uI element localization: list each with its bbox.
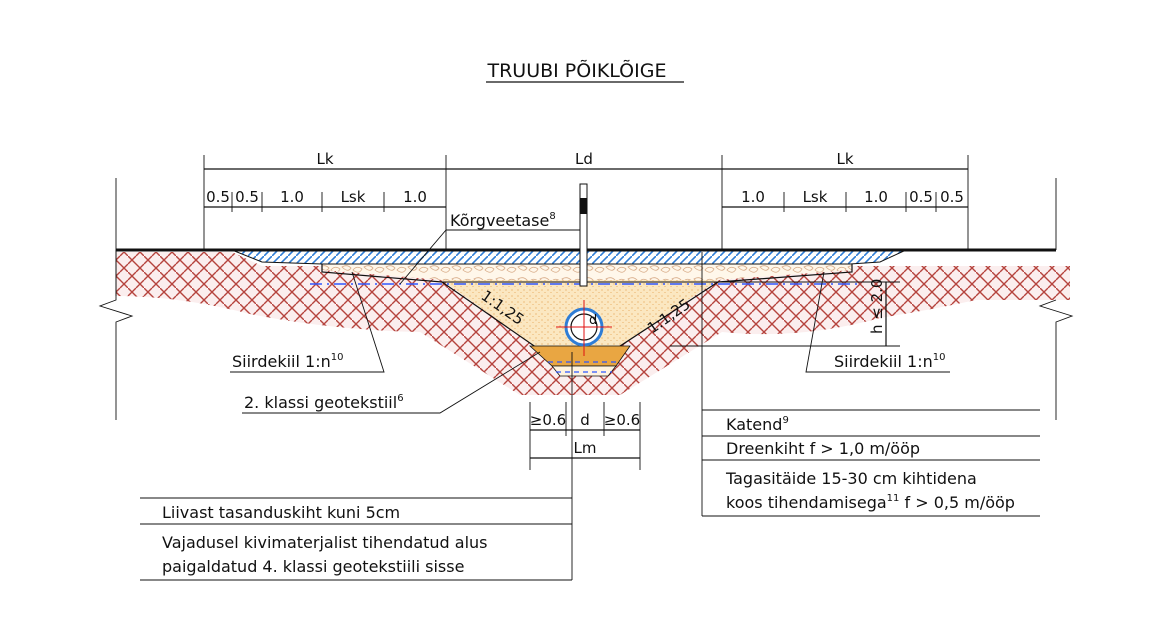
leader-geotextile <box>242 351 541 414</box>
legend-left-row: Vajadusel kivimaterjalist tihendatud alu… <box>162 533 488 552</box>
dim-bottom-label: ≥0.6 <box>530 411 566 429</box>
sub-ticks <box>231 192 937 212</box>
break-line-left <box>98 296 134 420</box>
legend-right-row: koos tihendamisega11 f > 0,5 m/ööp <box>726 493 1015 512</box>
transition-wedge-left <box>321 264 443 283</box>
dim-bottom-label: d <box>580 411 590 429</box>
transition-wedge-right <box>717 264 853 283</box>
dim-sub-left: 0.5 0.5 1.0 Lsk 1.0 <box>206 188 427 206</box>
dim-sub-label: Lsk <box>341 188 366 206</box>
dim-sub-label: 1.0 <box>403 188 427 206</box>
leader-transition-left <box>230 271 385 373</box>
legend-left: Liivast tasanduskiht kuni 5cm Vajadusel … <box>140 497 572 581</box>
marker-post <box>579 183 588 287</box>
legend-right-row: Tagasitäide 15-30 cm kihtidena <box>725 469 977 488</box>
geotextile-wrap <box>548 361 620 373</box>
leader-transition-right <box>805 271 950 373</box>
legend-right: Katend9 Dreenkiht f > 1,0 m/ööp Tagasitä… <box>702 409 1040 517</box>
page-title: TRUUBI PÕIKLÕIGE <box>487 59 667 82</box>
pavement-layer <box>231 249 907 265</box>
label-high-water: Kõrgveetase8 <box>450 211 556 230</box>
dim-sub-label: 0.5 <box>909 188 933 206</box>
legend-left-row: Liivast tasanduskiht kuni 5cm <box>162 503 400 522</box>
dim-sub-label: 0.5 <box>206 188 230 206</box>
label-geotextile: 2. klassi geotekstiil6 <box>244 393 404 412</box>
dim-sub-label: 1.0 <box>280 188 304 206</box>
label-transition-left: Siirdekiil 1:n10 <box>232 352 343 371</box>
pipe-diameter: d <box>589 313 597 328</box>
dim-lk-right: Lk <box>836 150 853 168</box>
legend-right-row: Katend9 <box>726 415 789 434</box>
dim-bottom-label: ≥0.6 <box>604 411 640 429</box>
dim-sub-label: Lsk <box>803 188 828 206</box>
dim-ld: Ld <box>575 150 593 168</box>
label-transition-right: Siirdekiil 1:n10 <box>834 352 945 371</box>
dim-sub-label: 0.5 <box>235 188 259 206</box>
dim-sub-label: 0.5 <box>940 188 964 206</box>
dim-h-label: h ≤ 2.0 <box>868 279 886 334</box>
break-line-right <box>1038 299 1074 420</box>
dim-sub-label: 1.0 <box>864 188 888 206</box>
dim-sub-label: 1.0 <box>741 188 765 206</box>
dim-sub-right: 1.0 Lsk 1.0 0.5 0.5 <box>741 188 964 206</box>
leader-high-water <box>399 229 580 285</box>
stone-base <box>551 365 617 377</box>
marker-post-band <box>580 198 587 214</box>
dim-lk-left: Lk <box>316 150 333 168</box>
legend-left-row: paigaldatud 4. klassi geotekstiili sisse <box>162 557 464 576</box>
legend-right-row: Dreenkiht f > 1,0 m/ööp <box>726 439 920 458</box>
dim-lm: Lm <box>574 439 597 457</box>
